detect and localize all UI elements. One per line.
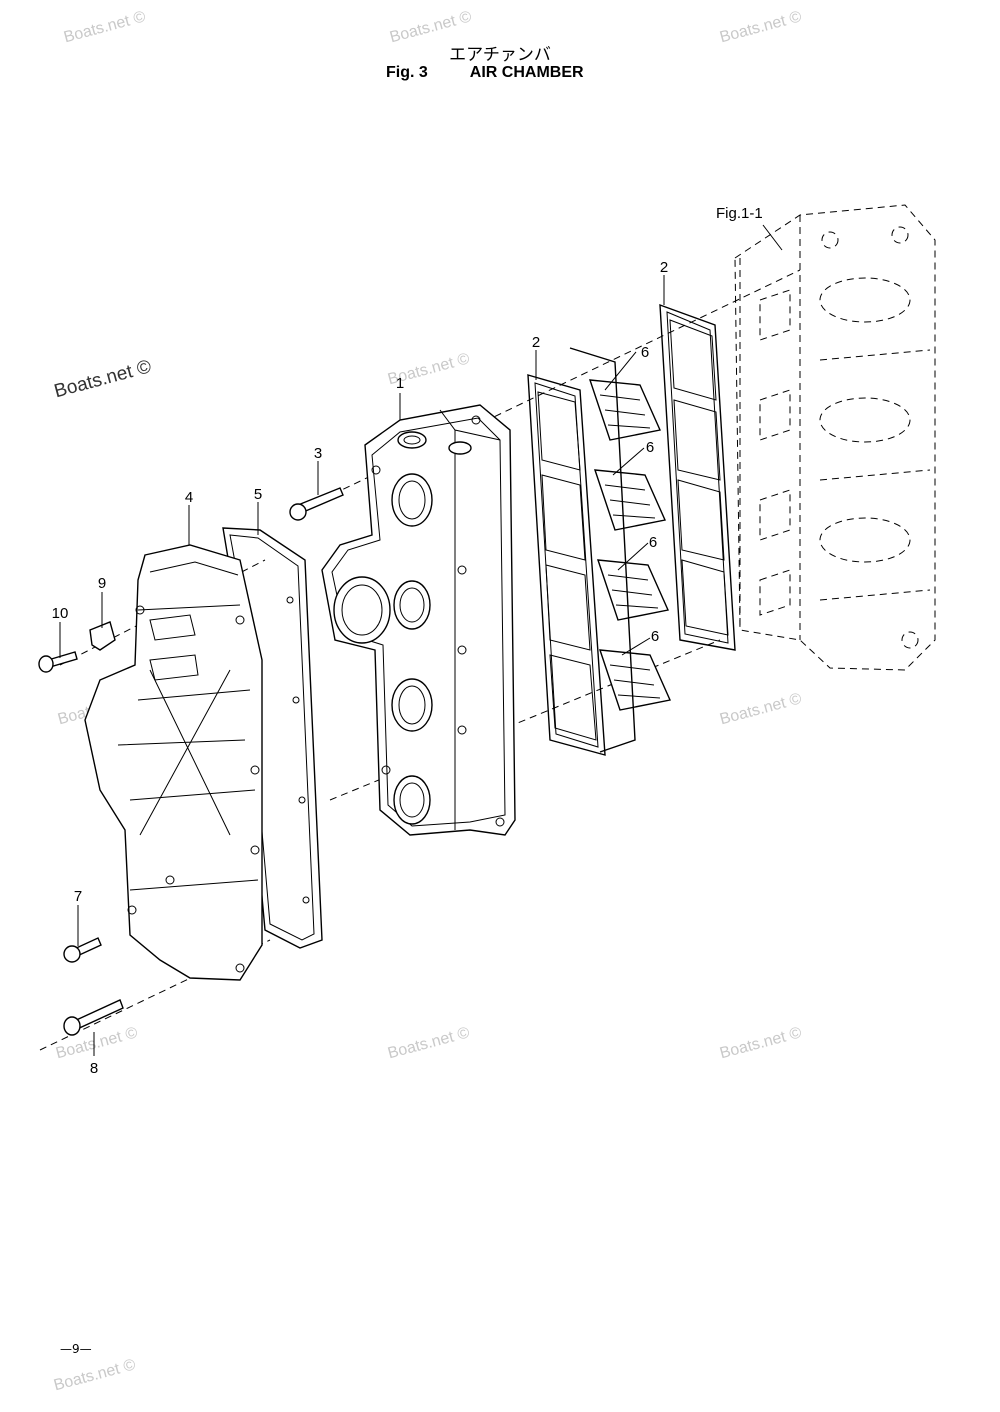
callout-6: 6 — [651, 628, 659, 645]
bolt-8 — [63, 999, 124, 1036]
callouts: 1 2 2 3 4 5 6 6 6 6 7 8 9 10 Fig.1-1 — [52, 205, 763, 1077]
callout-6: 6 — [649, 534, 657, 551]
japanese-title: エアチァンバ — [449, 45, 551, 65]
figure-name: AIR CHAMBER — [469, 64, 584, 81]
callout-9: 9 — [98, 575, 106, 592]
callout-2: 2 — [532, 334, 540, 351]
callout-1: 1 — [396, 375, 404, 392]
part-9 — [89, 621, 116, 651]
air-chamber-cover — [84, 544, 263, 981]
reed-valve-gasket-left — [527, 347, 636, 756]
bolt-7 — [63, 937, 102, 963]
callout-2: 2 — [660, 259, 668, 276]
callout-4: 4 — [185, 489, 193, 506]
air-chamber-body — [321, 404, 516, 836]
page-number: —9— — [60, 1342, 92, 1356]
bolt-10 — [38, 651, 78, 673]
bolt-3 — [289, 487, 344, 521]
figure-title: Fig. 3 AIR CHAMBER — [386, 64, 584, 82]
reed-valves — [588, 379, 671, 711]
cylinder-block-reference — [734, 204, 936, 671]
reed-valve-gasket-right — [659, 303, 736, 651]
callout-10: 10 — [52, 605, 69, 622]
leader-lines — [59, 224, 783, 1056]
callout-3: 3 — [314, 445, 322, 462]
callout-7: 7 — [74, 888, 82, 905]
callout-8: 8 — [90, 1060, 98, 1077]
callout-6: 6 — [646, 439, 654, 456]
callout-5: 5 — [254, 486, 262, 503]
figure-label: Fig. 3 — [386, 64, 428, 81]
callout-6: 6 — [641, 344, 649, 361]
fig-reference-label: Fig.1-1 — [716, 205, 763, 222]
